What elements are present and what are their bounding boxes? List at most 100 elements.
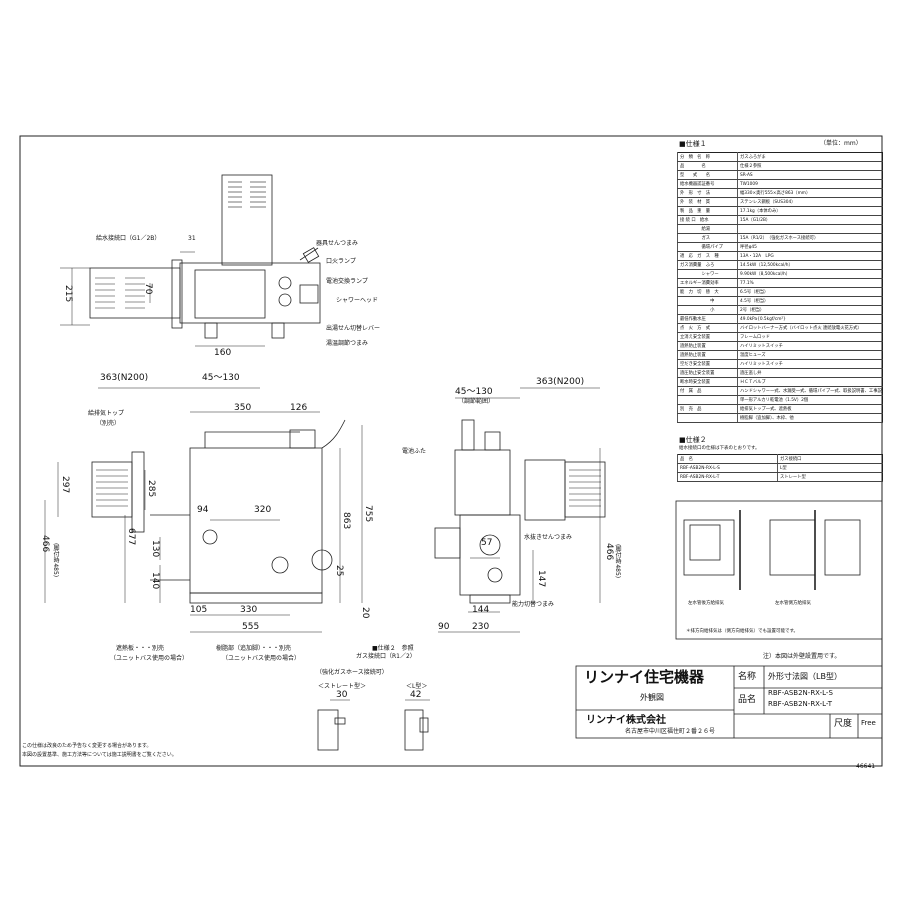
spec1-value: ハンドシャワー一式、水漏受一式、循環パイプ一式、取扱説明書、工事説明書、保証書 bbox=[737, 386, 883, 396]
dim-20: 20 bbox=[360, 607, 370, 619]
label-denchi-lamp: 電池交換ランプ bbox=[326, 278, 368, 285]
spec1-key: シャワー bbox=[677, 269, 738, 279]
spec1-value: ＨＣＴバルブ bbox=[737, 377, 883, 387]
dim-144: 144 bbox=[472, 605, 490, 615]
wall-note: ＊排方向給排気は（側方向給排気）でも設置可能です。 bbox=[686, 629, 799, 634]
dim-45a: 45～130 bbox=[202, 373, 240, 383]
wall-caption-1: 左水管後方給排気 bbox=[688, 601, 724, 606]
label-ondo: 湯温調節つまみ bbox=[326, 340, 369, 347]
spec1-key: 過熱防止装置 bbox=[677, 350, 738, 360]
spec1-row: 単一形アルカリ乾電池（1.5V）2個 bbox=[677, 395, 883, 405]
drawing-number: 46641 bbox=[856, 763, 876, 770]
spec1-key: エネルギー消費効率 bbox=[677, 278, 738, 288]
label-kyuuhai: 給排気トップ bbox=[88, 410, 125, 417]
dim-147: 147 bbox=[536, 570, 546, 588]
spec1-key: 中 bbox=[677, 296, 738, 306]
spec2-note: 給水接続口の仕様は下表のとおりです。 bbox=[679, 446, 760, 451]
label-tokki: 遮熱板・・・別売 bbox=[116, 645, 165, 652]
spec1-key: 接 続 口 給水 bbox=[677, 215, 738, 225]
spec1-row: 品 名仕様２参照 bbox=[677, 161, 883, 171]
shakudo-label: 尺度 bbox=[834, 719, 853, 729]
spec1-value: SR-AS bbox=[737, 170, 883, 180]
label-adjust: （調節範囲） bbox=[458, 398, 495, 405]
spec2-title: ■仕様２ bbox=[679, 436, 707, 444]
spec1-key: 別 売 品 bbox=[677, 404, 738, 414]
spec1-value: 14.5kW（12,500kcal/h） bbox=[737, 260, 883, 270]
spec1-value: 呼径φ45 bbox=[737, 242, 883, 252]
spec1-row: 分 類 名 称ガスふろがま bbox=[677, 152, 883, 162]
spec1-title: ■仕様１ bbox=[679, 140, 707, 148]
hinmei-label: 品名 bbox=[738, 695, 757, 705]
dim-297: 297 bbox=[60, 476, 70, 494]
unit-note: （単位：mm） bbox=[820, 140, 862, 147]
dim-466b-note: (脚付時485) bbox=[614, 544, 621, 579]
label-straight: ＜ストレート型＞ bbox=[318, 683, 367, 690]
spec1-key: 過熱防止装置 bbox=[677, 341, 738, 351]
dim-25: 25 bbox=[334, 565, 344, 577]
spec1-value: 15A（G1/2B） bbox=[737, 215, 883, 225]
spec1-key: 断水時安全装置 bbox=[677, 377, 738, 387]
hinmei-value-1: RBF-ASB2N-RX-L-S bbox=[768, 689, 833, 697]
dim-466b: 466 bbox=[604, 543, 614, 561]
label-mizunuki: 水抜きせんつまみ bbox=[524, 534, 573, 541]
spec1-key: 製 品 重 量 bbox=[677, 206, 738, 216]
spec1-key: 品 名 bbox=[677, 161, 738, 171]
spec1-value: 13A・12A LPG bbox=[737, 251, 883, 261]
spec1-key: ガス bbox=[677, 233, 738, 243]
dim-31: 31 bbox=[188, 235, 196, 242]
label-spec2-ref: ■仕様２ 参照 bbox=[372, 645, 414, 652]
spec1-key bbox=[677, 395, 738, 405]
label-unit-bath2: （ユニットバス使用の場合） bbox=[222, 655, 301, 662]
dim-90: 90 bbox=[438, 622, 450, 632]
dim-320: 320 bbox=[254, 505, 272, 515]
spec1-value: ステンレス鋼板（SUS304） bbox=[737, 197, 883, 207]
spec1-value: 単一形アルカリ乾電池（1.5V）2個 bbox=[737, 395, 883, 405]
spec1-value: バイロットバーナー方式（バイロット点火 連続放電火花方式） bbox=[737, 323, 883, 333]
gaikanzu-label: 外観図 bbox=[640, 693, 664, 702]
footer-note-2: 本図の設置基準、施工方法等については施工説明書をご覧ください。 bbox=[22, 752, 177, 758]
spec1-row: 外 装 材 質ステンレス鋼板（SUS304） bbox=[677, 197, 883, 207]
spec1-key: 空だき安全装置 bbox=[677, 359, 738, 369]
top-view bbox=[60, 174, 321, 347]
spec1-value: 仕様２参照 bbox=[737, 161, 883, 171]
spec1-value bbox=[737, 224, 883, 234]
label-kuchibi: 口火ランプ bbox=[326, 258, 356, 265]
dim-863: 863 bbox=[341, 512, 351, 530]
dim-215: 215 bbox=[63, 285, 73, 303]
spec1-key: 点 火 方 式 bbox=[677, 323, 738, 333]
spec2-header: 品 名 bbox=[677, 454, 778, 464]
spec1-row: 別 売 品給排気トップ一式、遮熱板 bbox=[677, 404, 883, 414]
spec2-header: ガス接続口 bbox=[777, 454, 883, 464]
spec1-value: ハイリミットスイッチ bbox=[737, 359, 883, 369]
spec1-key: 循環パイプ bbox=[677, 242, 738, 252]
dim-466a: 466 bbox=[40, 535, 50, 553]
label-kigu: 器具せんつまみ bbox=[316, 240, 359, 247]
dim-363a: 363(N200) bbox=[100, 373, 149, 383]
wall-diagram bbox=[675, 500, 883, 640]
spec1-value: 幅330×奥行555×高さ863（mm） bbox=[737, 188, 883, 198]
spec1-value: 15A（R1/2） （強化ガスホース接続可） bbox=[737, 233, 883, 243]
front-view bbox=[44, 387, 363, 633]
spec1-value: 4.5号（相当） bbox=[737, 296, 883, 306]
wall-caption-2: 左水管側方給排気 bbox=[775, 601, 811, 606]
spec2-header-row: 品 名ガス接続口 bbox=[677, 454, 883, 464]
dim-105: 105 bbox=[190, 605, 208, 615]
spec1-value: 6.5号（相当） bbox=[737, 287, 883, 297]
spec2-cell: ストレート型 bbox=[777, 472, 883, 482]
dim-42: 42 bbox=[410, 690, 422, 700]
spec1-key: 能 力 切 替 大 bbox=[677, 287, 738, 297]
dim-285: 285 bbox=[146, 480, 156, 498]
footer-note-1: この仕様は改良のため予告なく変更する場合があります。 bbox=[22, 743, 152, 749]
spec1-row: 付 属 品ハンドシャワー一式、水漏受一式、循環パイプ一式、取扱説明書、工事説明書… bbox=[677, 386, 883, 396]
spec1-key: 適 応 ガ ス 種 bbox=[677, 251, 738, 261]
spec1-value: フレームロッド bbox=[737, 332, 883, 342]
